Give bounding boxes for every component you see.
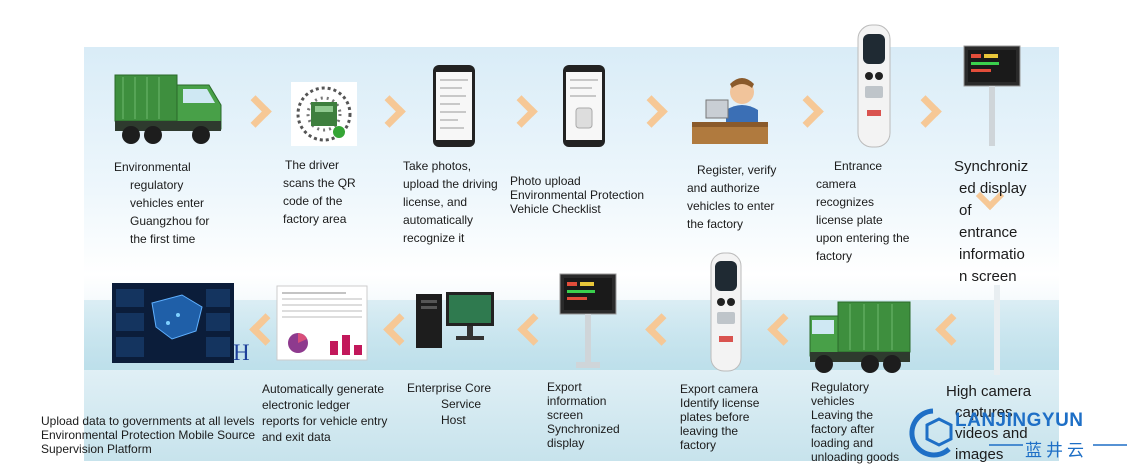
entrance-camera-icon (857, 24, 891, 148)
step-label: Register, verify and authorize vehicles … (687, 163, 777, 231)
logo-chinese-name: 蓝井云 (1025, 441, 1088, 461)
cloud-logo-icon (909, 408, 1127, 458)
camera-pole-icon (994, 285, 1000, 375)
display-screen-icon (559, 273, 617, 368)
step-label: Synchroniz ed display of entrance inform… (954, 158, 1029, 285)
ledger-report-icon (276, 285, 368, 361)
step-label: Export camera Identify license plates be… (680, 382, 760, 452)
step-label: Environmental regulatory vehicles enter … (114, 160, 210, 246)
stray-glyph: H (233, 340, 250, 365)
step-label: Export information screen Synchronized d… (547, 380, 620, 450)
logo-wordmark: LANJINGYUN (955, 410, 1084, 431)
step-label: Enterprise Core Service Host (407, 381, 492, 427)
step-label: Upload data to governments at all levels… (41, 414, 256, 456)
smartphone-checklist-icon (563, 65, 605, 147)
step-label: Automatically generate electronic ledger… (262, 382, 388, 444)
qr-code-icon (291, 82, 357, 146)
dashboard-screen-icon (112, 283, 234, 363)
display-screen-icon (963, 45, 1021, 146)
registration-clerk-icon (692, 78, 768, 144)
green-truck-icon (114, 74, 222, 144)
exit-camera-icon (710, 252, 742, 372)
step-label: High camera captures videos and images (946, 383, 1032, 463)
step-label: Entrance camera recognizes license plate… (816, 159, 910, 263)
green-truck-icon (809, 301, 911, 373)
server-host-icon (416, 292, 494, 348)
smartphone-icon (433, 65, 475, 147)
step-label: The driver scans the QR code of the fact… (283, 158, 356, 226)
step-label: Take photos, upload the driving license,… (403, 159, 498, 245)
step-label: Photo upload Environmental Protection Ve… (510, 174, 645, 216)
